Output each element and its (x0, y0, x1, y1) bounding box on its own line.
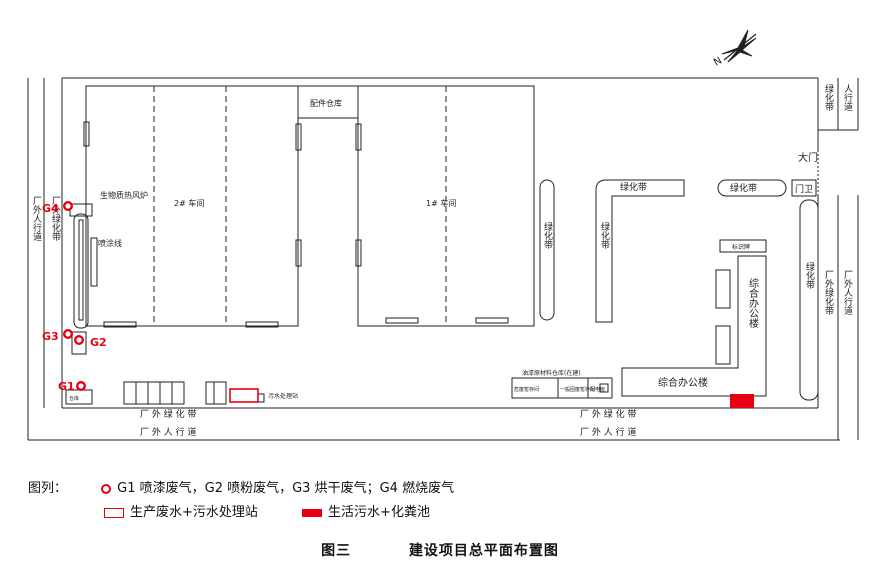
workshop-1-label: 1# 车间 (426, 198, 456, 208)
green-belt-h2 (717, 179, 787, 197)
legend-item-1: G1 喷漆废气，G2 喷粉废气，G3 烘干废气；G4 燃烧废气 (117, 481, 455, 496)
box1-label: 危废暂存间 (514, 386, 539, 393)
inner-green-2-label: 绿化带 (599, 221, 610, 250)
septic-tank (730, 394, 754, 408)
legend-item-3: 生活污水+化粪池 (328, 505, 430, 520)
inner-green-3-label: 绿化带 (804, 261, 815, 290)
top-right-green-label: 绿化带 (823, 83, 834, 112)
gate-label: 大门 (798, 151, 818, 164)
office-building (621, 255, 767, 397)
g3-label: G3 (42, 330, 59, 343)
inner-green-1-label: 绿化带 (542, 221, 553, 250)
green-belt-L (595, 179, 685, 323)
office-v-label: 综合办公楼 (747, 277, 759, 329)
left-green-label: 厂外绿化带 (50, 196, 61, 242)
legend-item-2: 生产废水+污水处理站 (130, 505, 258, 520)
sign-board-label: 标识牌 (732, 243, 750, 251)
boiler-label: 生物质热风炉 (100, 190, 148, 200)
top-right-walk-label: 人行道 (842, 84, 853, 112)
spray-line-label: 喷涂线 (98, 238, 122, 248)
wastewater-treatment-station (229, 388, 259, 403)
north-label: N (712, 55, 724, 68)
figure-number: 图三 (321, 543, 352, 559)
figure-title: 建设项目总平面布置图 (408, 543, 559, 559)
guard-house (791, 179, 817, 197)
left-sidewalk-label: 厂外人行道 (31, 196, 42, 242)
bottom-belt-left: 厂 外 绿 化 带 (140, 408, 196, 420)
workshop-2-label: 2# 车间 (174, 198, 204, 208)
green-belt-v1 (539, 179, 555, 321)
green-belt-h2-label: 绿化带 (730, 182, 757, 194)
right-sidewalk-label: 厂外人行道 (842, 270, 853, 316)
g1-marker (75, 381, 86, 392)
treatment-label: 污水处理站 (268, 392, 298, 400)
g2-label: G2 (90, 336, 107, 349)
box3-label: 配电房 (590, 386, 605, 393)
legend-title: 图列： (28, 481, 68, 496)
septic-tank-icon (302, 508, 323, 517)
g1-label: G1 (58, 380, 75, 393)
guard-label: 门卫 (795, 183, 813, 195)
green-belt-h1-label: 绿化带 (620, 181, 647, 193)
bottom-belt-right: 厂 外 绿 化 带 (580, 408, 636, 420)
sign-board (719, 239, 767, 253)
parts-warehouse-label: 配件仓库 (310, 98, 342, 108)
g2-marker (73, 335, 84, 346)
bottom-walk-left: 厂 外 人 行 道 (140, 426, 196, 438)
roof-note: 油漆原材料仓库(在建) (522, 369, 581, 377)
legend-row-2: 生产废水+污水处理站 生活污水+化粪池 (104, 505, 430, 521)
equipment-row (123, 381, 185, 405)
figure-caption: 图三 建设项目总平面布置图 (0, 540, 880, 560)
g4-label: G4 (42, 202, 59, 215)
g4-marker (62, 200, 73, 211)
emission-marker-icon (101, 483, 112, 494)
small-warehouse-label: 仓库 (69, 395, 79, 402)
office-h-label: 综合办公楼 (658, 376, 708, 389)
right-green-label: 厂外绿化带 (823, 270, 834, 316)
spray-line-loop (73, 213, 89, 329)
site-plan: N 2# 车间 1# 车间 配件仓库 生物质热风炉 喷涂线 大门 门卫 标识牌 … (27, 29, 859, 441)
g3-marker (62, 329, 73, 340)
green-belt-right (799, 199, 819, 401)
treatment-station-icon (104, 507, 124, 518)
workshop-2 (85, 85, 299, 327)
bottom-walk-right: 厂 外 人 行 道 (580, 426, 636, 438)
legend-row-1: 图列： G1 喷漆废气，G2 喷粉废气，G3 烘干废气；G4 燃烧废气 (28, 481, 454, 497)
north-arrow-icon (721, 29, 757, 63)
box2-label: 一般固废暂存间 (560, 386, 595, 393)
